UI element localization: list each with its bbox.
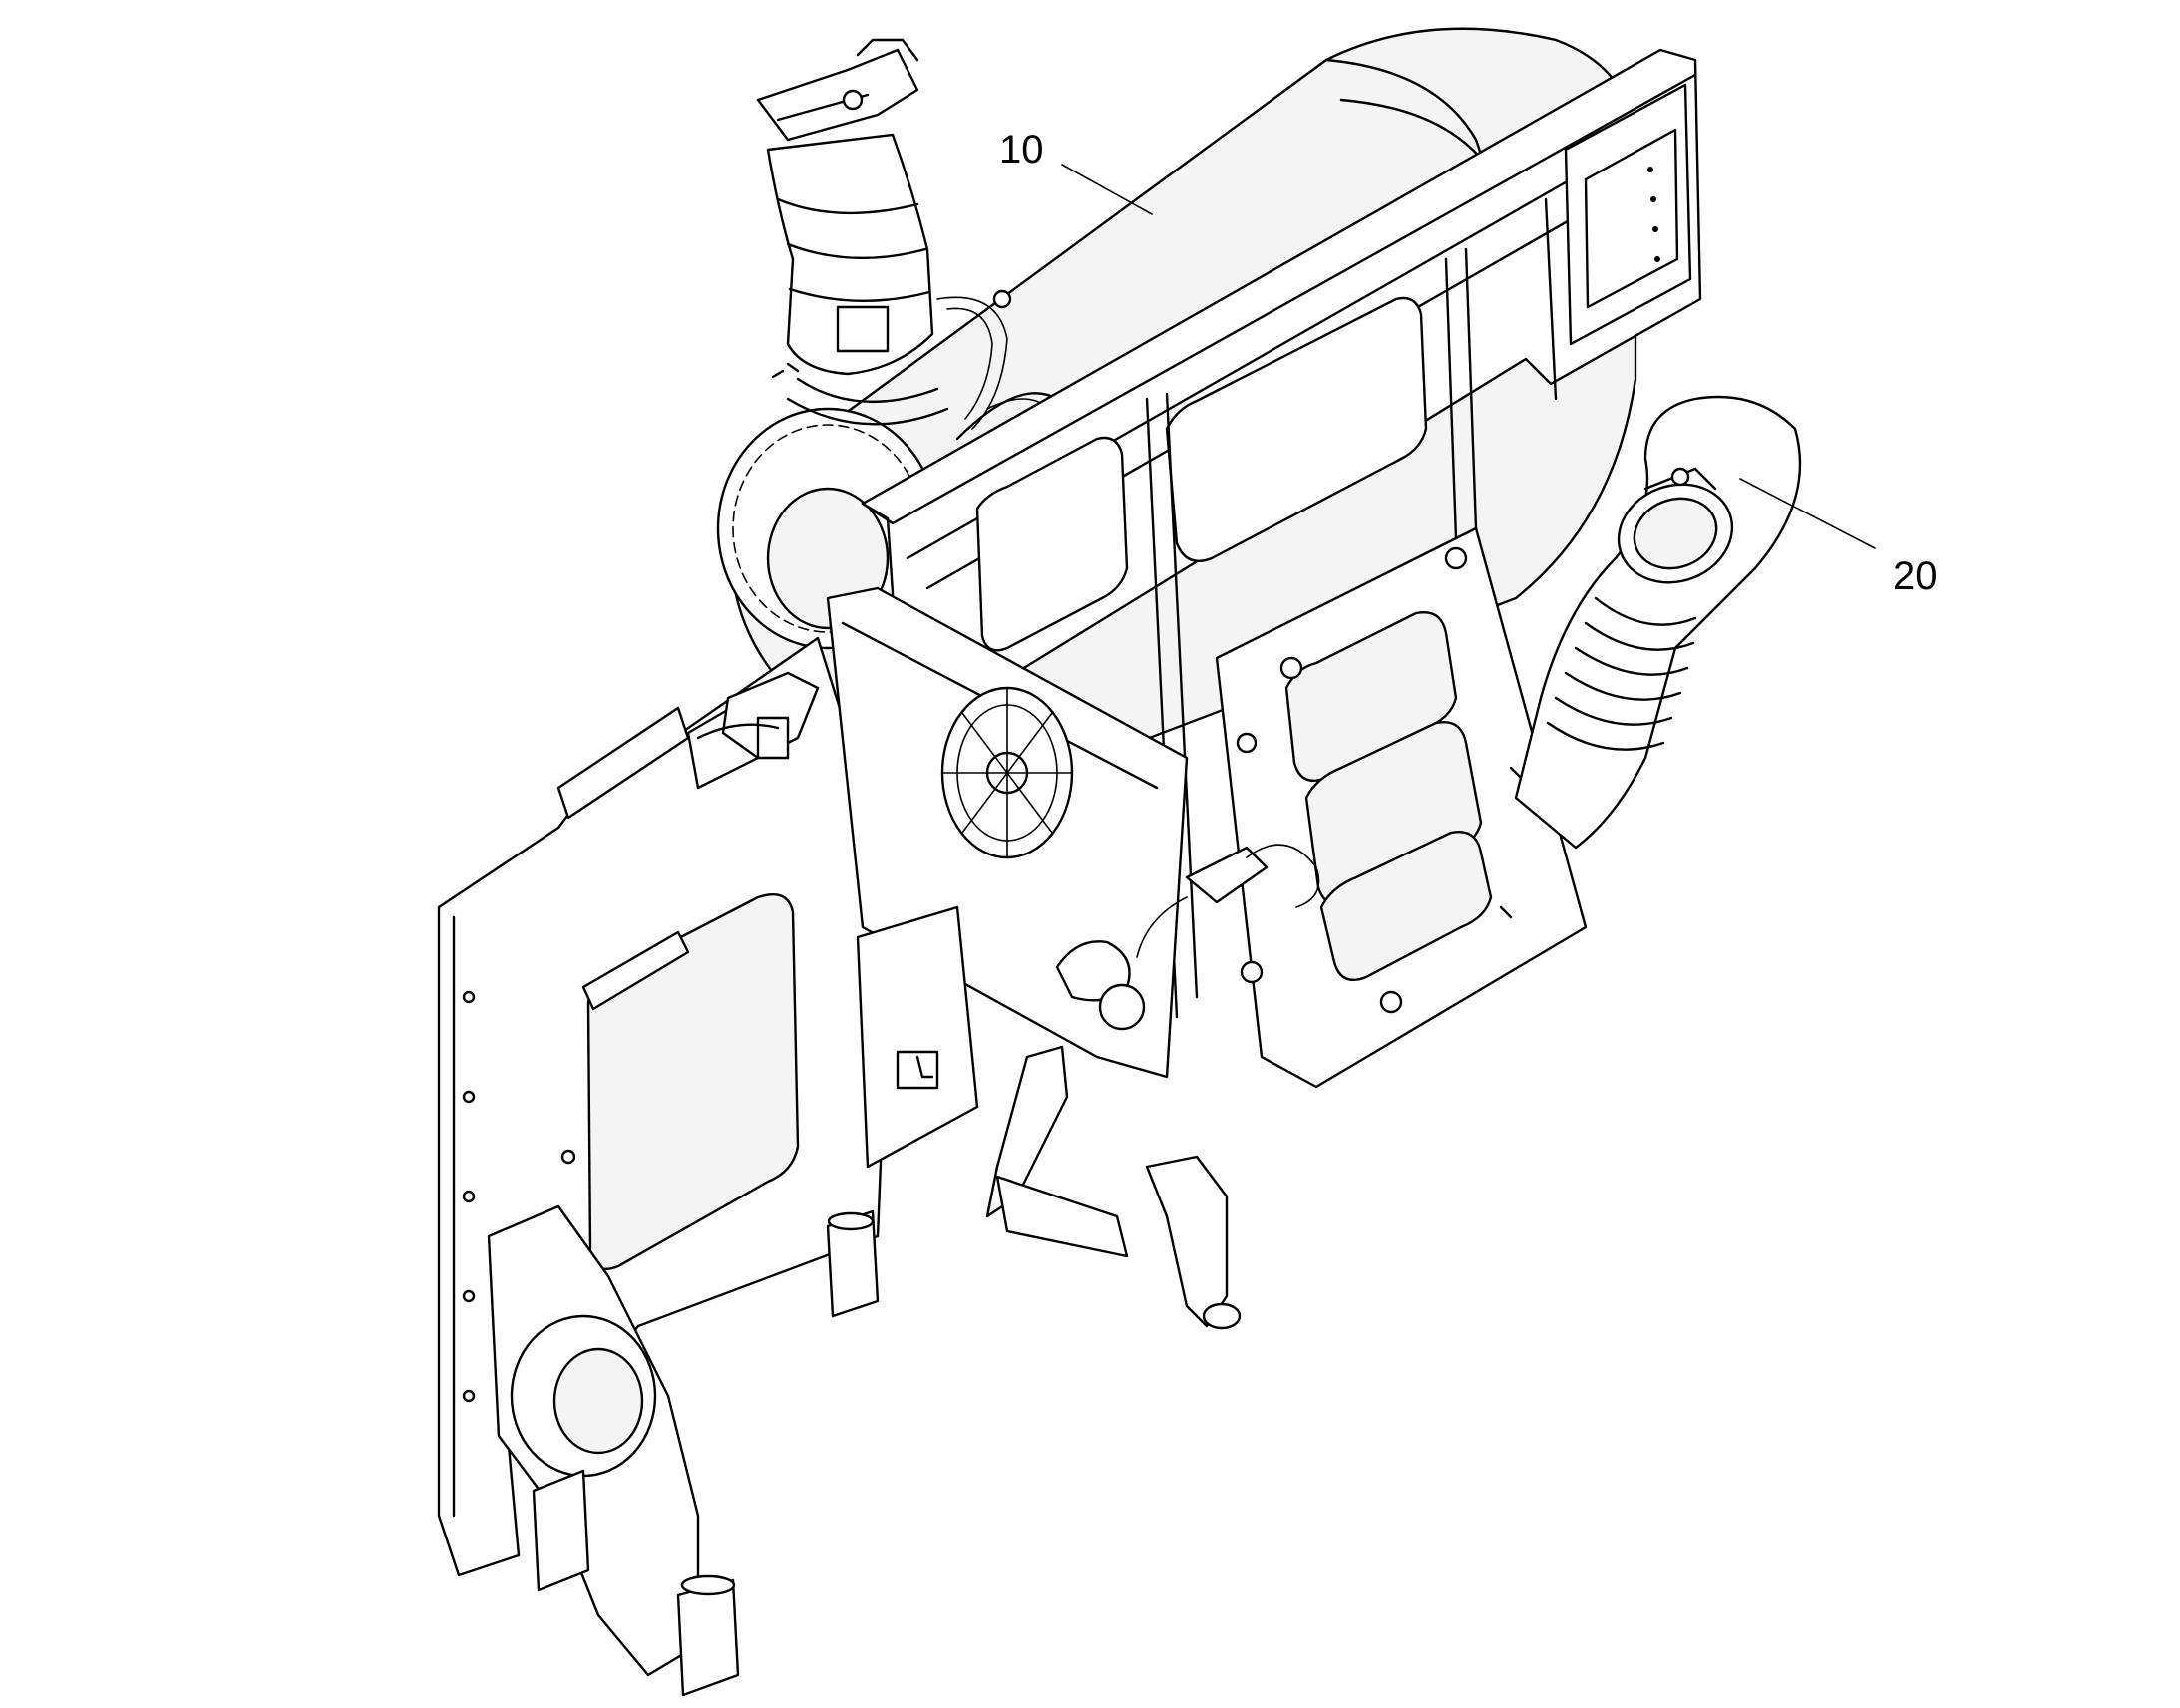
square-spacer-block <box>826 1209 880 1318</box>
bellows-outlet-hose <box>1514 395 1802 850</box>
drain-elbow <box>985 1045 1242 1330</box>
leader-line-20 <box>1739 478 1876 549</box>
ladder-bracket <box>1215 526 1588 1089</box>
inlet-hose <box>756 38 949 426</box>
lower-ring-arm <box>487 1204 740 1697</box>
leader-line-10 <box>1061 164 1153 215</box>
mounting-frame <box>861 48 1702 1019</box>
callout-label-20: 20 <box>1893 554 1938 598</box>
sensor-connector-left <box>696 671 820 760</box>
sensor-connector-right <box>1136 844 1320 958</box>
fan-bracket <box>826 586 1189 1169</box>
sensor-wiring <box>936 289 1012 430</box>
callout-label-10: 10 <box>999 128 1044 171</box>
